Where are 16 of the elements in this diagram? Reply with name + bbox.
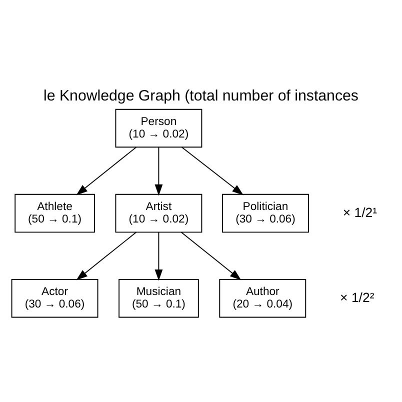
arrow xyxy=(181,146,244,196)
node-box: Musician (50 → 0.1) xyxy=(118,278,199,318)
node-box: Athlete (50 → 0.1) xyxy=(14,194,95,233)
node-box: Artist (10 → 0.02) xyxy=(115,194,202,233)
node-box: Politician (30 → 0.06) xyxy=(222,194,309,233)
arrow xyxy=(154,146,163,196)
arrow xyxy=(76,146,137,196)
node-box: Person (10 → 0.02) xyxy=(115,108,202,148)
node-box: Author (20 → 0.04) xyxy=(219,278,306,318)
label: × 1/2¹ xyxy=(342,204,378,220)
label: × 1/2² xyxy=(340,290,374,305)
arrow xyxy=(180,232,242,280)
node-box: Actor (30 → 0.06) xyxy=(11,278,98,318)
arrow xyxy=(154,232,163,281)
arrow xyxy=(76,232,137,280)
diagram-title: le Knowledge Graph (total number of instances xyxy=(44,88,358,105)
